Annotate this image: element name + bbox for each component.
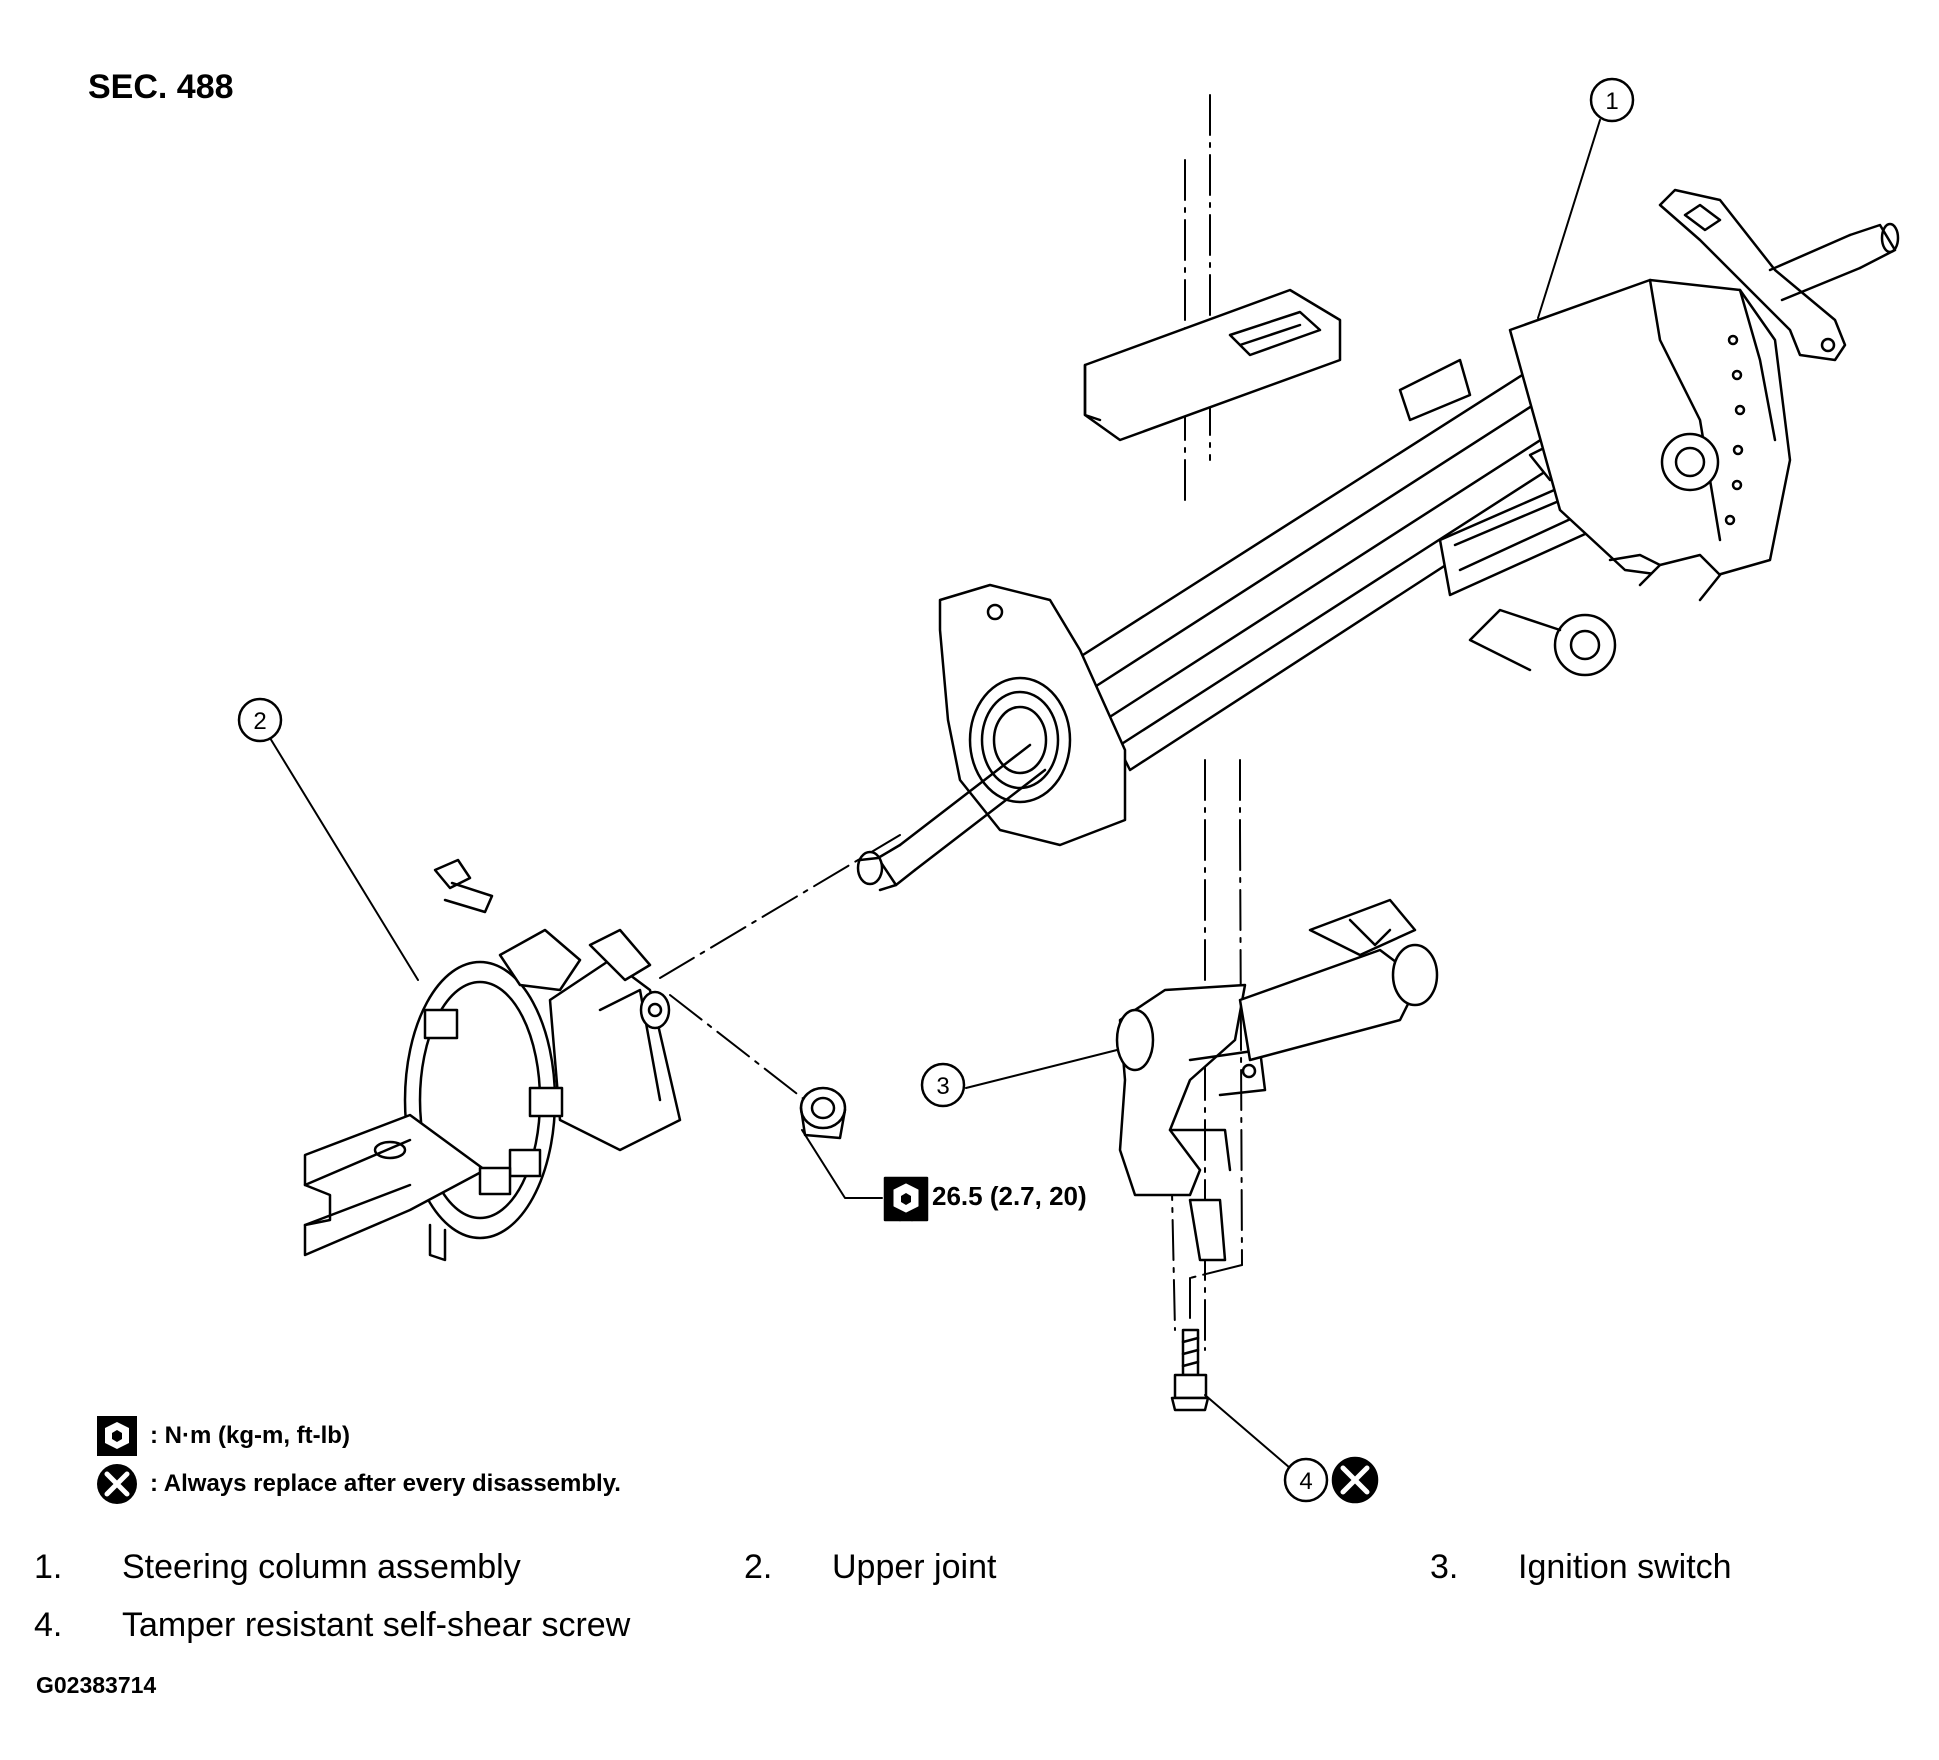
part-item-3: 3. Ignition switch <box>1430 1548 1732 1587</box>
part-name: Upper joint <box>832 1548 997 1586</box>
legend-replace-text: : Always replace after every disassembly… <box>150 1470 621 1497</box>
joint-nut <box>799 1086 847 1140</box>
torque-spec: 26.5 (2.7, 20) <box>932 1181 1087 1211</box>
self-shear-screw <box>1170 1328 1210 1412</box>
section-title: SEC. 488 <box>88 68 234 106</box>
joint-bolt <box>433 858 494 914</box>
callout-1-label: 1 <box>1605 88 1618 115</box>
part-number: 3. <box>1430 1548 1459 1586</box>
legend-replace-row: : Always replace after every disassembly… <box>96 1460 621 1508</box>
callout-2: 2 <box>237 697 283 743</box>
callout-2-label: 2 <box>253 708 266 735</box>
leader-lines <box>269 119 1601 1469</box>
ignition-switch <box>1115 898 1439 1262</box>
always-replace-icon <box>1331 1456 1379 1504</box>
callout-1: 1 <box>1589 77 1635 123</box>
callout-4: 4 <box>1283 1457 1329 1503</box>
part-number: 4. <box>34 1606 63 1644</box>
torque-wrench-icon <box>97 1416 137 1456</box>
callout-3: 3 <box>920 1062 966 1108</box>
torque-wrench-icon <box>883 1176 929 1222</box>
legend-torque-row: : N·m (kg-m, ft-lb) <box>96 1412 621 1460</box>
part-item-2: 2. Upper joint <box>744 1548 996 1587</box>
part-name: Ignition switch <box>1518 1548 1732 1586</box>
always-replace-icon <box>97 1464 137 1504</box>
part-item-4: 4. Tamper resistant self-shear screw <box>34 1606 630 1645</box>
callout-4-label: 4 <box>1299 1468 1312 1495</box>
part-number: 2. <box>744 1548 773 1586</box>
steering-column-assembly <box>856 188 1900 892</box>
part-number: 1. <box>34 1548 63 1586</box>
callout-3-label: 3 <box>936 1073 949 1100</box>
part-item-1: 1. Steering column assembly <box>34 1548 521 1587</box>
upper-joint <box>303 928 682 1262</box>
legend: : N·m (kg-m, ft-lb) : Always replace aft… <box>96 1412 621 1508</box>
figure-code: G02383714 <box>36 1672 157 1698</box>
part-name: Steering column assembly <box>122 1548 521 1586</box>
part-name: Tamper resistant self-shear screw <box>122 1606 631 1644</box>
legend-torque-text: : N·m (kg-m, ft-lb) <box>150 1422 350 1449</box>
